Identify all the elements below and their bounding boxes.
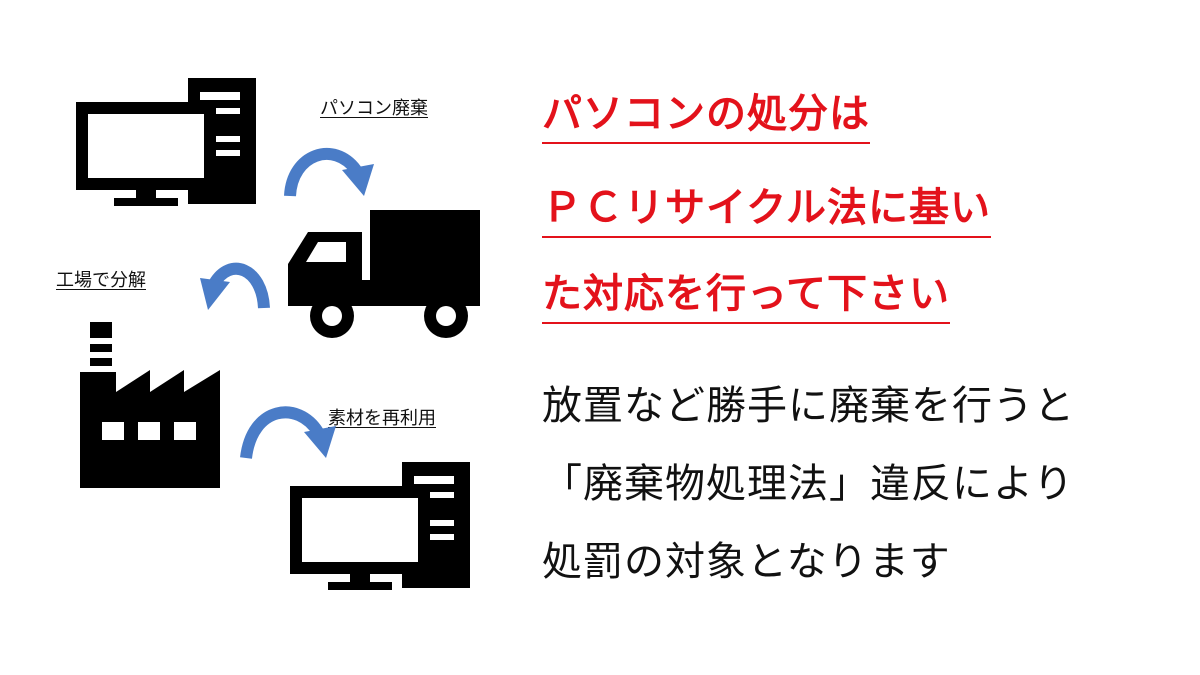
curved-arrow-icon (284, 148, 374, 197)
notice-red-line-2: ＰＣリサイクル法に基い (542, 186, 991, 238)
computer-icon (290, 462, 470, 590)
computer-icon (76, 78, 256, 206)
notice-red-line-3: た対応を行って下さい (542, 272, 950, 324)
notice-black-line-3: 処罰の対象となります (542, 539, 951, 585)
truck-icon (288, 210, 480, 338)
label-pc-disposal: パソコン廃棄 (320, 98, 428, 119)
notice-red-line-1: パソコンの処分は (542, 92, 870, 144)
notice-black-line-2: 「廃棄物処理法」違反により (542, 461, 1075, 507)
curved-arrow-icon (200, 262, 270, 310)
label-factory-disassembly: 工場で分解 (56, 270, 146, 291)
curved-arrow-icon (240, 406, 336, 459)
factory-icon (80, 322, 220, 488)
notice-black-line-1: 放置など勝手に廃棄を行うと (542, 383, 1075, 429)
label-material-reuse: 素材を再利用 (328, 408, 436, 429)
